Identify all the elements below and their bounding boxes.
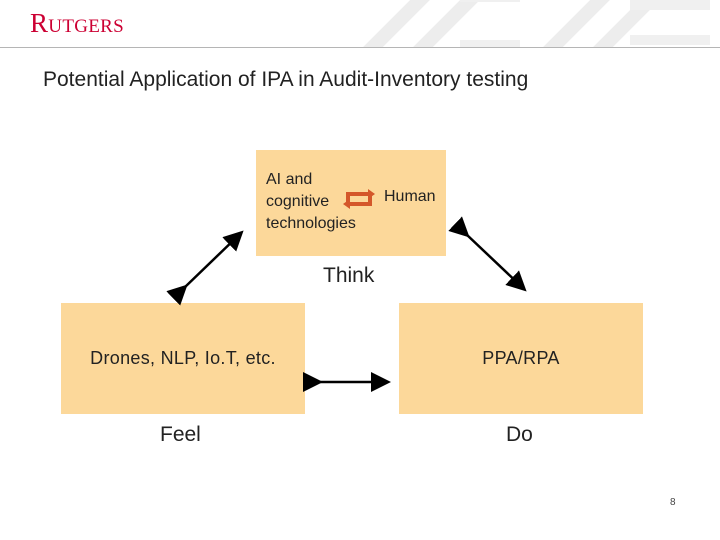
slide-title: Potential Application of IPA in Audit-In…: [43, 68, 529, 91]
feel-caption: Feel: [160, 423, 201, 446]
arrow-think-do: [448, 216, 527, 292]
arrow-think-feel: [166, 230, 244, 306]
do-caption: Do: [506, 423, 533, 446]
think-caption: Think: [323, 264, 375, 287]
do-box: PPA/RPA: [399, 303, 643, 414]
think-box: AI and cognitive technologies Human: [256, 150, 446, 256]
ai-label-line-3: technologies: [266, 215, 356, 232]
rutgers-logo: Rutgers: [30, 8, 125, 38]
human-label: Human: [384, 188, 436, 205]
feel-box: Drones, NLP, Io.T, etc.: [61, 303, 305, 414]
cycle-arrows-icon: [343, 189, 375, 209]
ai-label-line-1: AI and: [266, 171, 313, 188]
header-divider: [0, 47, 720, 48]
do-box-label: PPA/RPA: [482, 348, 560, 368]
watermark-shield-icon: [363, 0, 710, 47]
page-number: 8: [670, 497, 676, 508]
header-band: Rutgers: [0, 0, 720, 47]
ai-cognitive-label: AI and cognitive technologies: [266, 169, 356, 235]
feel-box-label: Drones, NLP, Io.T, etc.: [90, 348, 276, 368]
ai-label-line-2: cognitive: [266, 193, 330, 210]
